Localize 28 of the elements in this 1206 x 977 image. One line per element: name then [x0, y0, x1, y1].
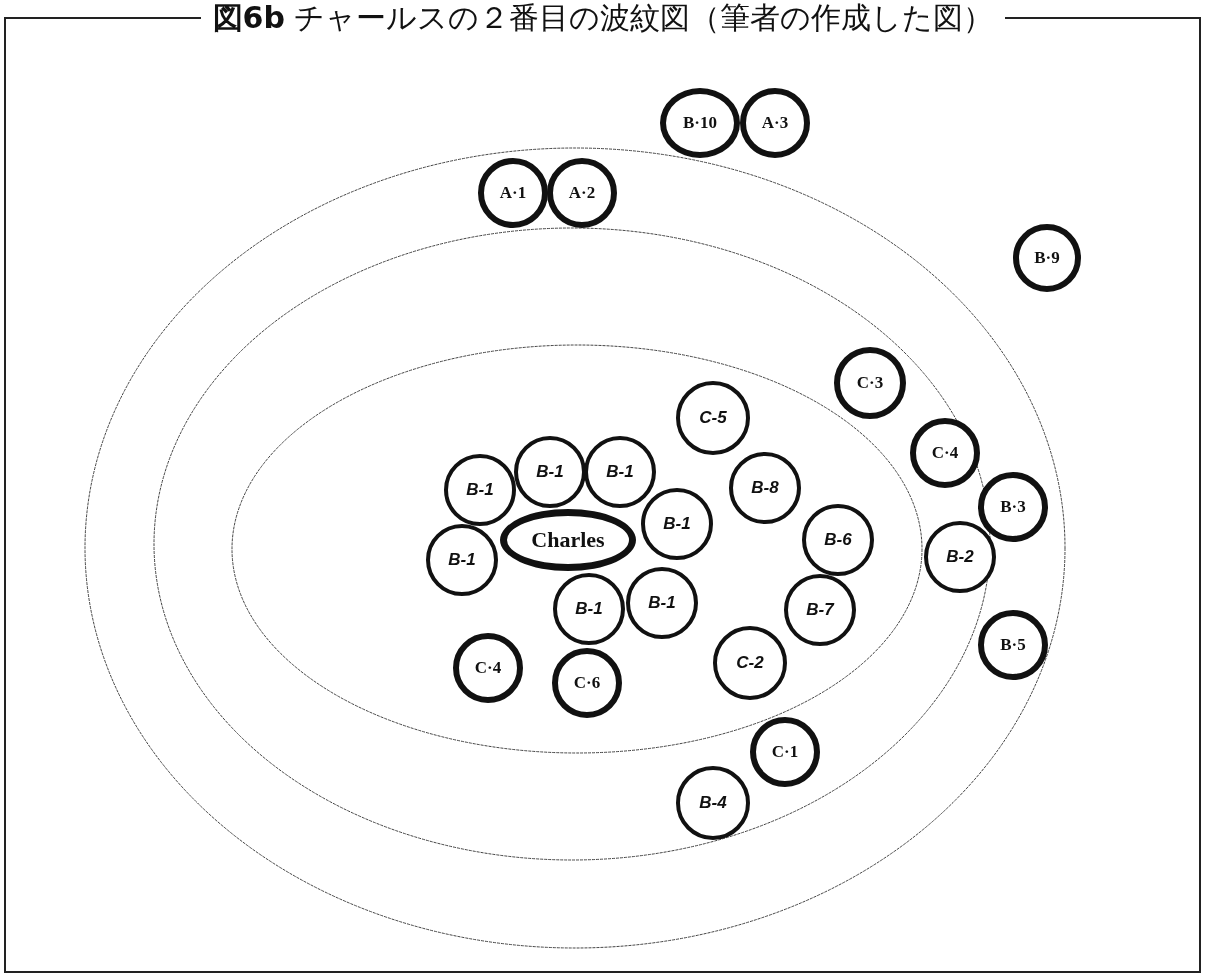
circle-node: C·4 [910, 418, 980, 488]
circle-node: B-1 [514, 436, 586, 508]
circle-node: B-4 [676, 766, 750, 840]
circle-node: C-2 [713, 626, 787, 700]
circle-node: B-1 [584, 436, 656, 508]
circle-node: B-7 [784, 574, 856, 646]
circle-node: B·9 [1013, 224, 1081, 292]
circle-node: C·3 [834, 347, 906, 419]
circle-node: B-8 [729, 452, 801, 524]
circle-node: C·4 [453, 633, 523, 703]
circle-node: A·2 [547, 158, 617, 228]
circle-node: B-1 [553, 573, 625, 645]
circle-node: C·1 [750, 717, 820, 787]
circle-node: B-2 [924, 521, 996, 593]
circle-node: B-6 [802, 504, 874, 576]
ellipse-node: Charles [500, 509, 636, 571]
circle-node: C·6 [552, 648, 622, 718]
title: 図6b チャールスの２番目の波紋図（筆者の作成した図） [200, 0, 1006, 35]
circle-node: B·3 [978, 472, 1048, 542]
circle-node: A·3 [740, 88, 810, 158]
circle-node: B·10 [660, 88, 740, 158]
circle-node: B-1 [444, 454, 516, 526]
circle-node: A·1 [478, 158, 548, 228]
circle-node: B-1 [641, 488, 713, 560]
circle-node: C-5 [676, 381, 750, 455]
circle-node: B-1 [626, 567, 698, 639]
circle-node: B-1 [426, 524, 498, 596]
circle-node: B·5 [978, 610, 1048, 680]
